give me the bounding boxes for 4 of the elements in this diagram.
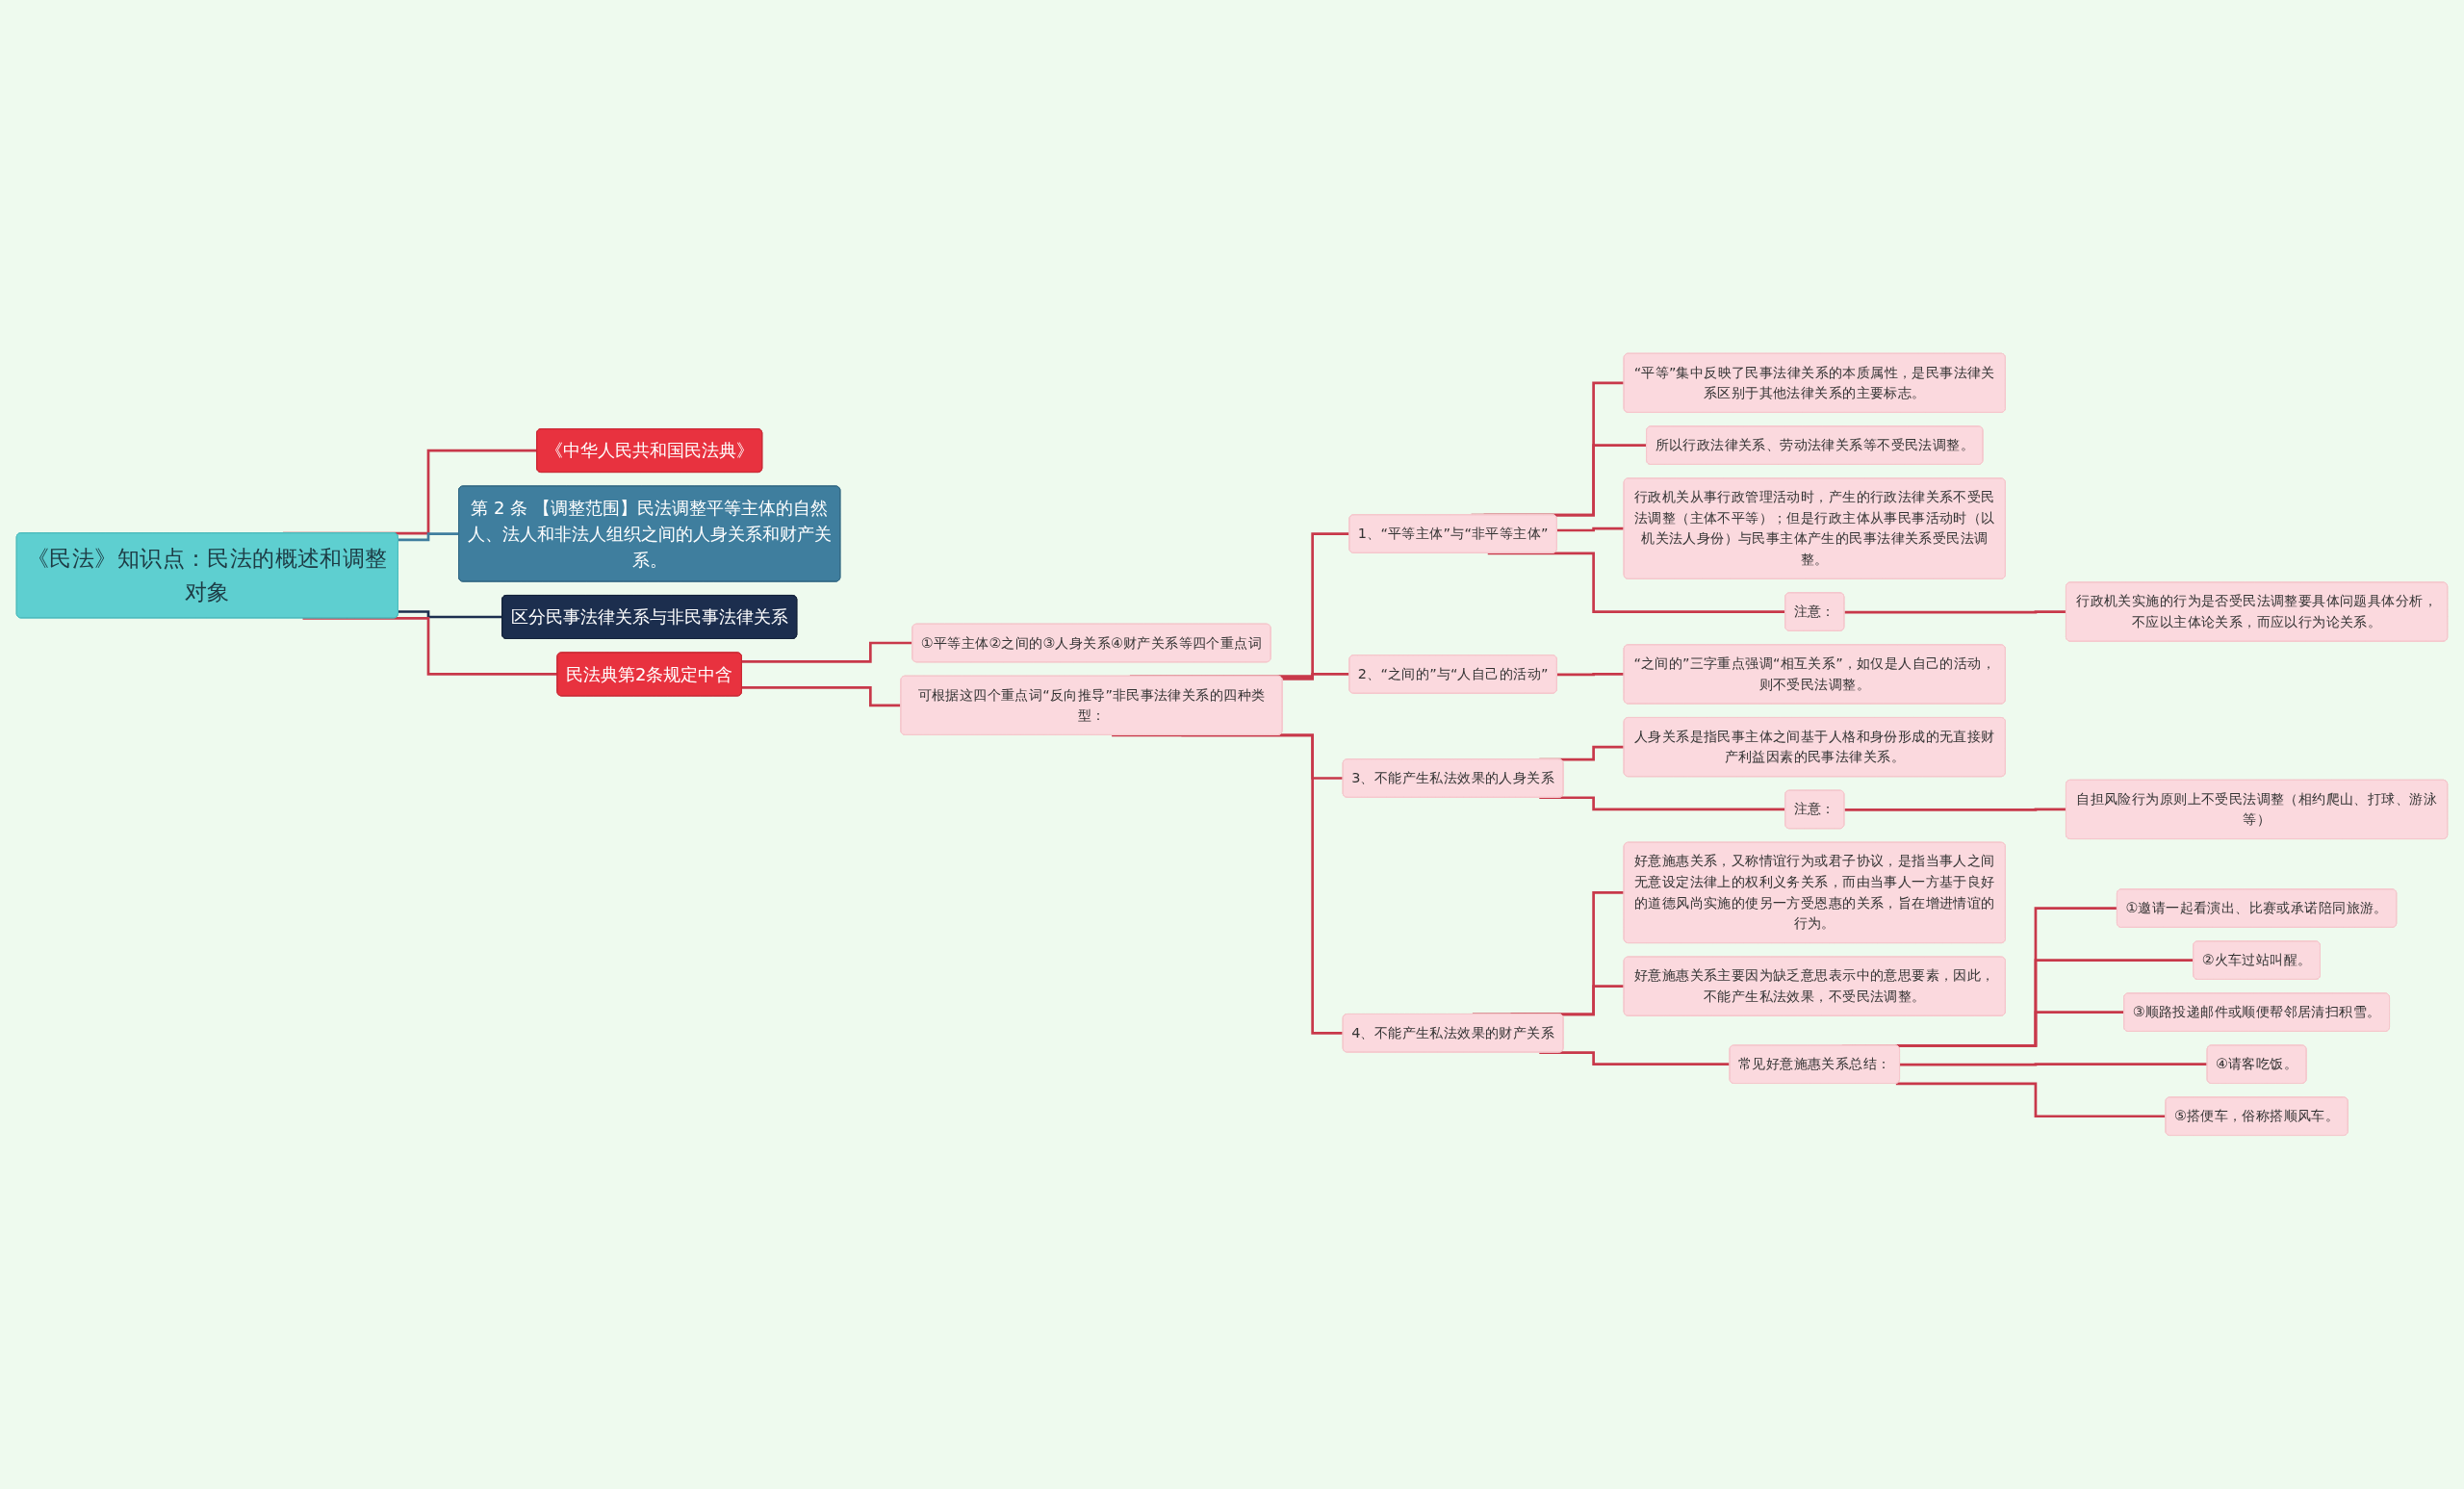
connector xyxy=(1556,526,1626,532)
connector xyxy=(1900,1063,2209,1066)
connector xyxy=(1112,733,1345,1036)
connector xyxy=(1556,673,1626,677)
